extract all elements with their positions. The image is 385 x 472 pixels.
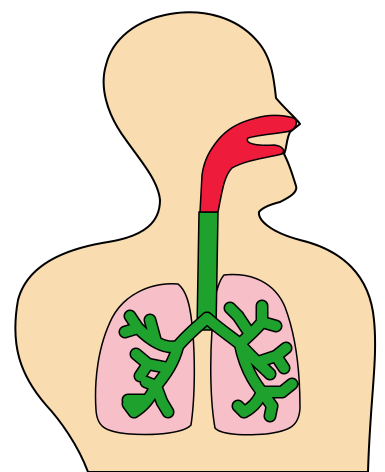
bronchus <box>262 322 276 326</box>
bronchus <box>276 356 284 368</box>
bronchus <box>282 384 292 392</box>
bronchus <box>162 402 168 412</box>
bronchus <box>150 320 156 342</box>
bronchus <box>270 406 272 416</box>
body-silhouette <box>15 12 375 472</box>
bronchus <box>140 364 148 376</box>
bronchus <box>230 308 238 316</box>
bronchus <box>128 404 134 412</box>
bronchus <box>238 406 244 412</box>
bronchus <box>125 328 138 332</box>
